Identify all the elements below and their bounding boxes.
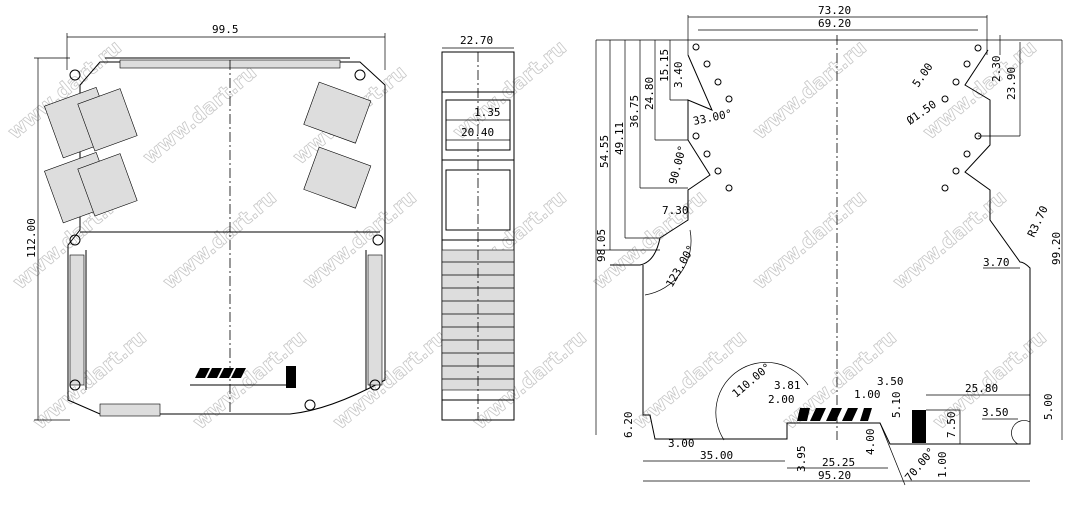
dim-3-50a: 3.50 bbox=[877, 375, 904, 388]
dim-35-00: 35.00 bbox=[700, 449, 733, 462]
watermarks: www.dart.ru www.dart.ru www.dart.ru www.… bbox=[2, 35, 1051, 435]
dim-7-50: 7.50 bbox=[945, 412, 958, 439]
dim-25-80: 25.80 bbox=[965, 382, 998, 395]
watermark: www.dart.ru bbox=[918, 35, 1041, 144]
dim-24-80: 24.80 bbox=[643, 77, 656, 110]
dim-7-30: 7.30 bbox=[662, 204, 689, 217]
dim-95-20: 95.20 bbox=[818, 469, 851, 482]
angle-110: 110.00° bbox=[730, 361, 774, 401]
mounting-holes bbox=[692, 43, 982, 192]
dim-5-10: 5.10 bbox=[890, 392, 903, 419]
dim-3-81: 3.81 bbox=[774, 379, 801, 392]
dim-4-00: 4.00 bbox=[864, 429, 877, 456]
dim-3-50b: 3.50 bbox=[982, 406, 1009, 419]
terminal-blocks-right bbox=[303, 81, 372, 209]
watermark: www.dart.ru bbox=[158, 185, 281, 294]
dim-6-20: 6.20 bbox=[622, 412, 635, 439]
dim-2-30: 2.30 bbox=[990, 56, 1003, 83]
dim-3-40: 3.40 bbox=[672, 62, 685, 89]
watermark: www.dart.ru bbox=[328, 325, 451, 434]
dim-3-00: 3.00 bbox=[668, 437, 695, 450]
front-view: 99.5 112.00 bbox=[25, 23, 386, 421]
watermark: www.dart.ru bbox=[28, 325, 151, 434]
dim-99-20: 99.20 bbox=[1050, 232, 1063, 265]
dim-3-95: 3.95 bbox=[795, 446, 808, 473]
angle-33: 33.00° bbox=[692, 107, 734, 128]
side-dim-1-35: 1.35 bbox=[474, 106, 501, 119]
watermark: www.dart.ru bbox=[628, 325, 751, 434]
dim-25-25: 25.25 bbox=[822, 456, 855, 469]
dim-54-55: 54.55 bbox=[598, 135, 611, 168]
watermark: www.dart.ru bbox=[888, 185, 1011, 294]
side-dim-20-40: 20.40 bbox=[461, 126, 494, 139]
dim-3-70: 3.70 bbox=[983, 256, 1010, 269]
side-view: 22.70 1.35 20.40 bbox=[441, 34, 515, 421]
dim-73-20: 73.20 bbox=[818, 4, 851, 17]
side-width-label: 22.70 bbox=[460, 34, 493, 47]
front-height-label: 112.00 bbox=[25, 218, 38, 258]
dim-15-15: 15.15 bbox=[658, 49, 671, 82]
watermark: www.dart.ru bbox=[748, 185, 871, 294]
dim-98-05: 98.05 bbox=[595, 229, 608, 262]
dim-23-90: 23.90 bbox=[1005, 67, 1018, 100]
angle-70: 70.00° bbox=[902, 445, 938, 484]
dim-69-20: 69.20 bbox=[818, 17, 851, 30]
angle-90: 90.00° bbox=[666, 144, 689, 186]
dim-2-00: 2.00 bbox=[768, 393, 795, 406]
front-width-label: 99.5 bbox=[212, 23, 239, 36]
dim-36-75: 36.75 bbox=[628, 95, 641, 128]
dim-r3-70: R3.70 bbox=[1025, 204, 1051, 240]
dim-5-00: 5.00 bbox=[910, 61, 936, 90]
dim-5-00b: 5.00 bbox=[1042, 394, 1055, 421]
dim-1-00a: 1.00 bbox=[854, 388, 881, 401]
watermark: www.dart.ru bbox=[138, 60, 261, 169]
watermark: www.dart.ru bbox=[298, 185, 421, 294]
dim-1-00b: 1.00 bbox=[936, 452, 949, 479]
angle-123: 123.00° bbox=[663, 243, 697, 290]
dim-49-11: 49.11 bbox=[613, 122, 626, 155]
watermark: www.dart.ru bbox=[748, 35, 871, 144]
terminal-blocks-left bbox=[44, 87, 138, 224]
vent-slots bbox=[69, 254, 383, 386]
